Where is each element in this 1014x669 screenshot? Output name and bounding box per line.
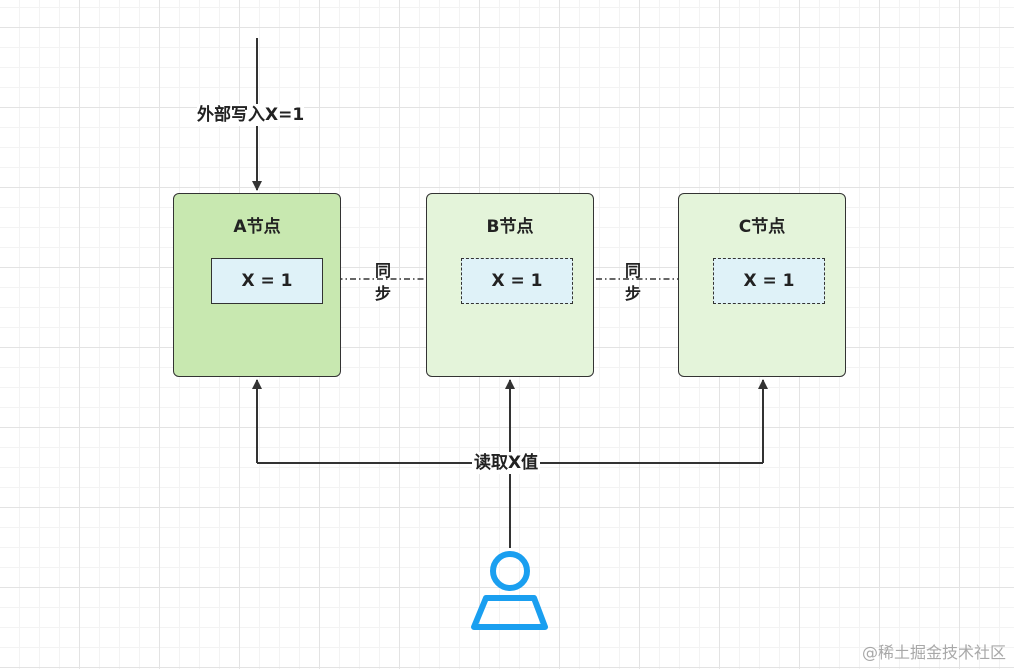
node-b-value: X = 1 xyxy=(461,258,573,304)
read-label: 读取X值 xyxy=(472,452,541,474)
node-b: B节点 X = 1 xyxy=(426,193,594,377)
watermark: @稀土掘金技术社区 xyxy=(861,643,1006,662)
sync-label-ab: 同 步 xyxy=(374,259,392,305)
node-c: C节点 X = 1 xyxy=(678,193,846,377)
sync-char-2: 步 xyxy=(374,284,391,303)
node-a-value: X = 1 xyxy=(211,258,323,304)
node-a-title: A节点 xyxy=(233,217,281,237)
sync-char-1: 同 xyxy=(624,261,641,280)
write-label: 外部写入X=1 xyxy=(197,104,305,126)
node-c-value: X = 1 xyxy=(713,258,825,304)
sync-char-1: 同 xyxy=(374,261,391,280)
node-c-title: C节点 xyxy=(738,217,786,237)
node-b-title: B节点 xyxy=(486,217,534,237)
user-icon xyxy=(471,551,548,630)
node-a: A节点 X = 1 xyxy=(173,193,341,377)
sync-char-2: 步 xyxy=(624,284,641,303)
sync-label-bc: 同 步 xyxy=(624,259,642,305)
